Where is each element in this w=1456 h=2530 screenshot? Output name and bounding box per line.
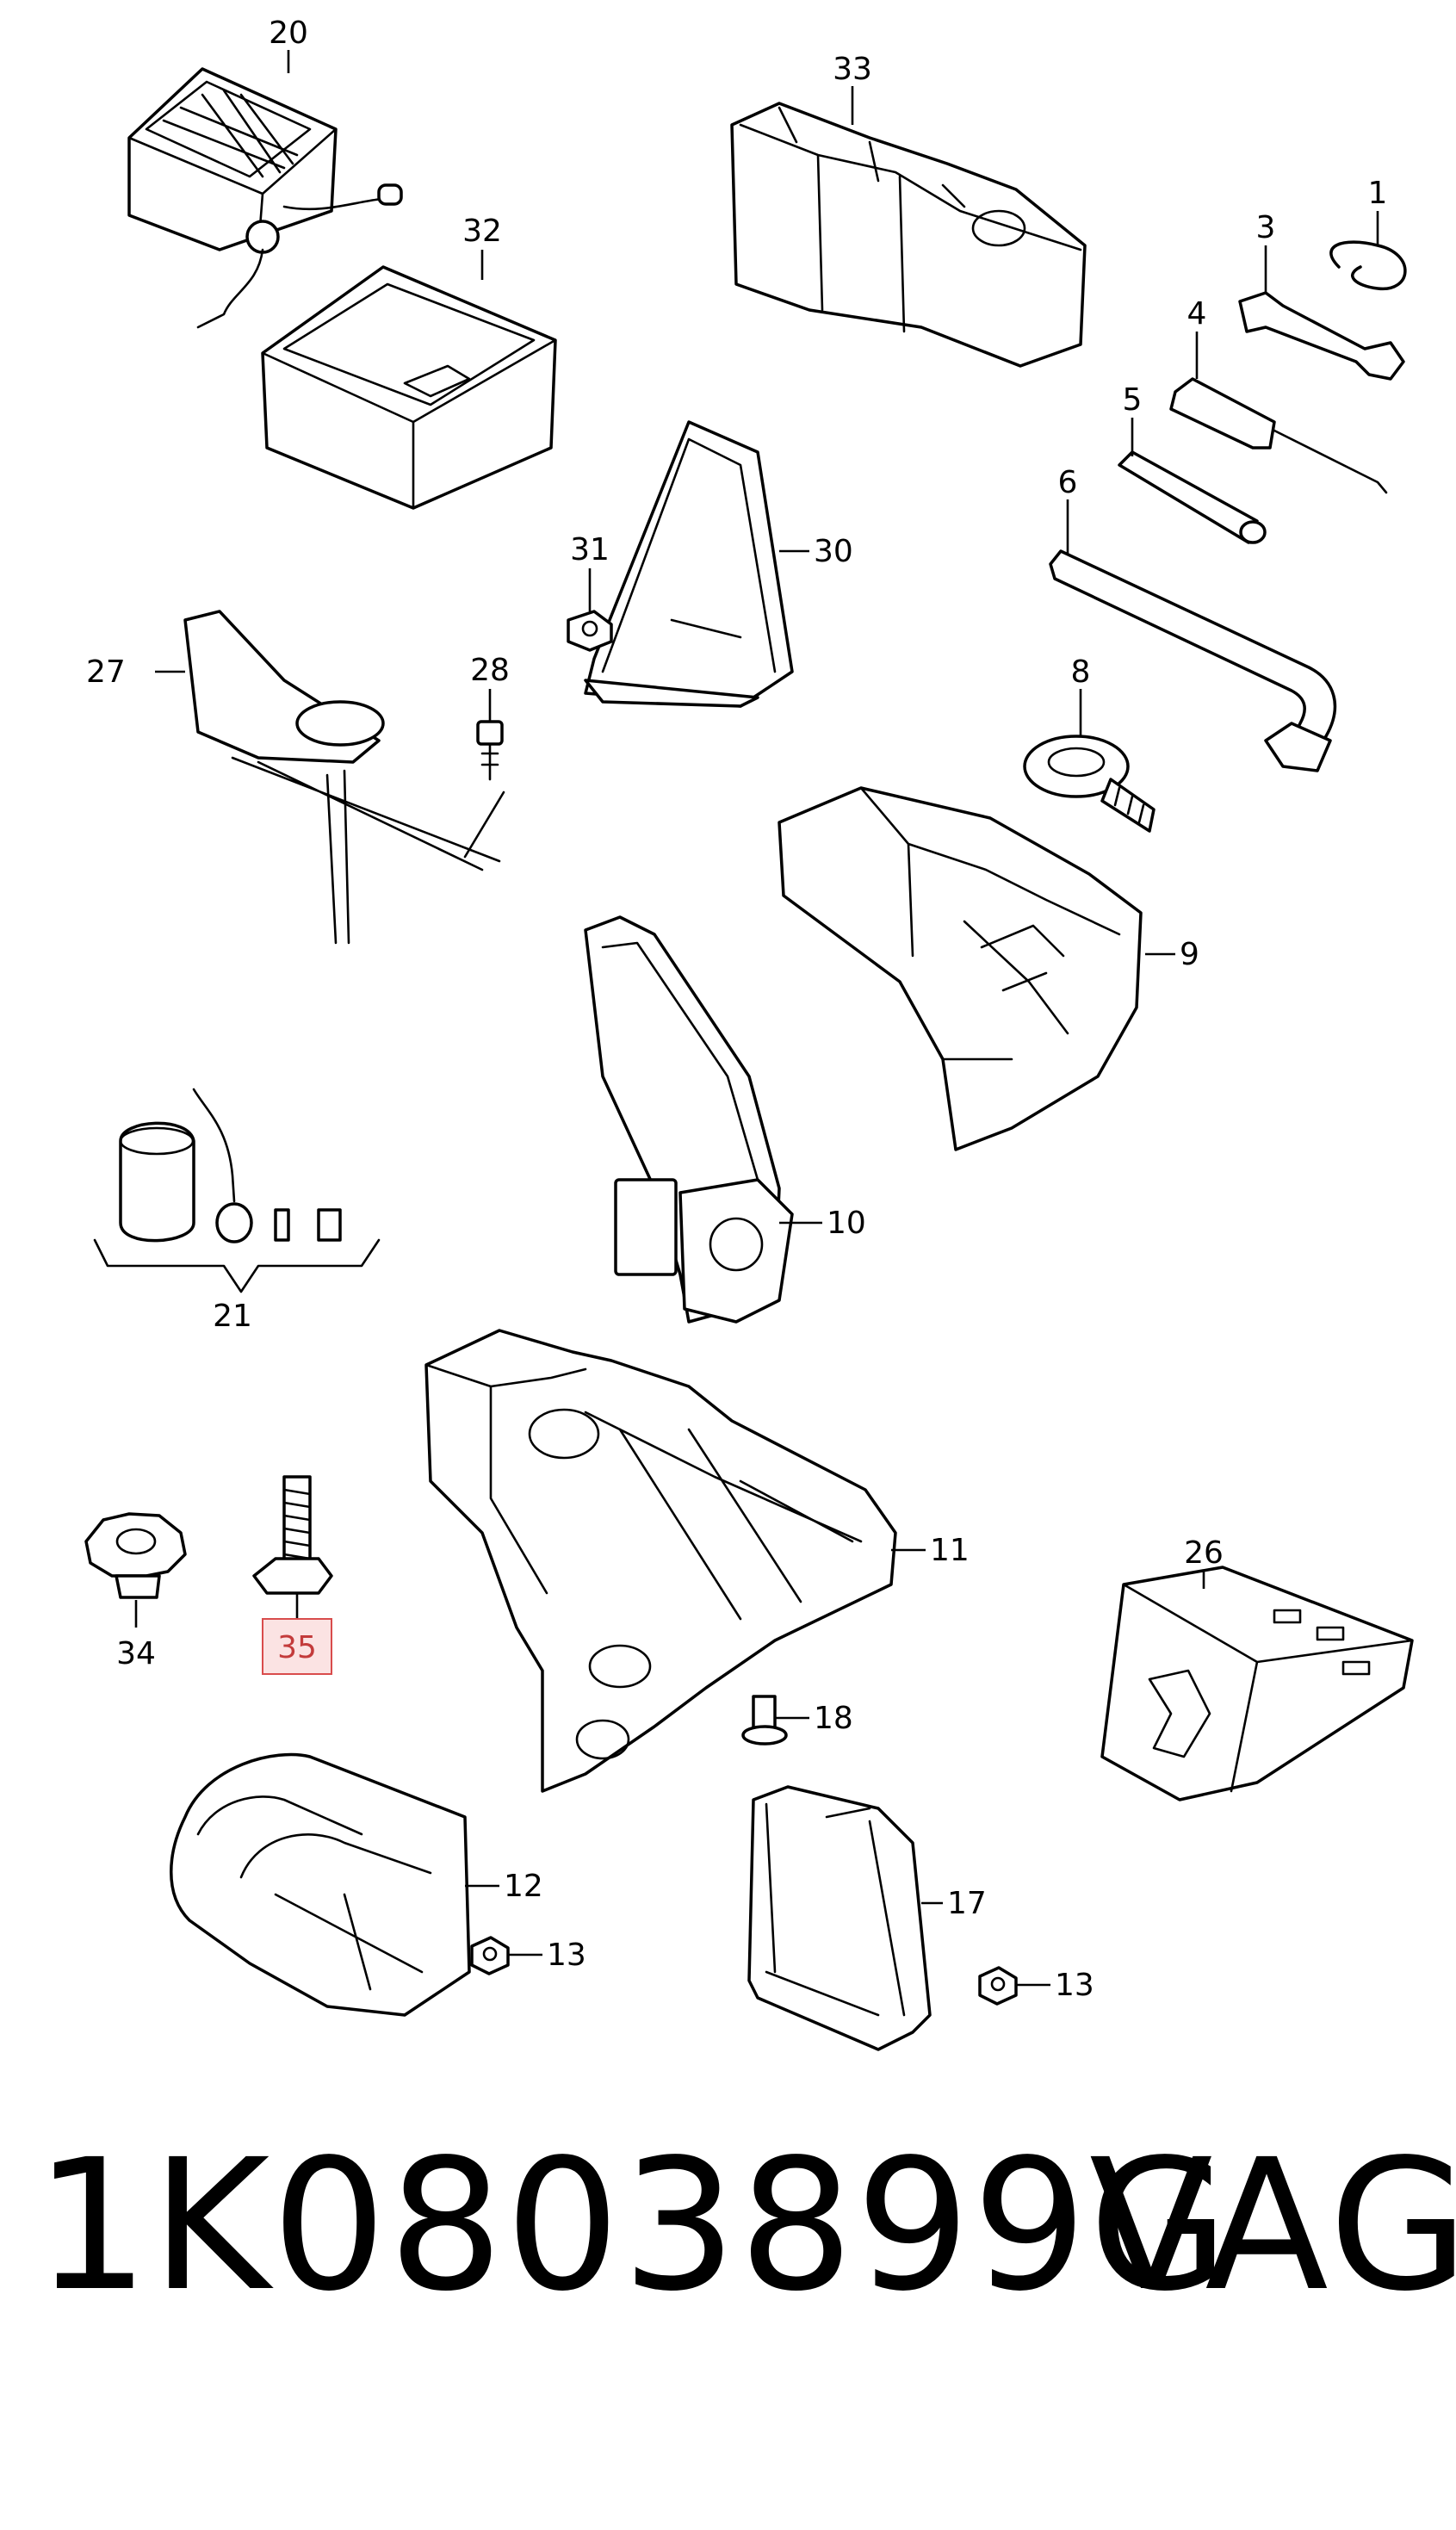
- brand-label: VAG: [1089, 2120, 1456, 2331]
- part-10-jack: [584, 915, 794, 1324]
- part-1-clip: [1329, 240, 1407, 291]
- part-12-strap: [170, 1752, 471, 2017]
- callout-20: 20: [269, 16, 308, 51]
- leader-lines: [134, 50, 1379, 1987]
- part-13-nut-right: [978, 1966, 1018, 2006]
- part-30-frame: [584, 420, 794, 708]
- part-8-towing-eye: [1023, 735, 1156, 833]
- callout-5: 5: [1123, 382, 1143, 418]
- part-number: 1K0803899G: [34, 2120, 1231, 2331]
- callout-13-left: 13: [547, 1938, 586, 1973]
- part-3-wrench: [1238, 291, 1405, 381]
- part-26-plate: [1100, 1566, 1414, 1801]
- callout-1: 1: [1368, 176, 1388, 211]
- part-17-bracket: [747, 1785, 932, 2051]
- callout-35[interactable]: 35: [277, 1630, 317, 1665]
- part-21-sealant-kit: [93, 1088, 381, 1293]
- callout-12: 12: [504, 1869, 543, 1904]
- part-13-nut-left: [470, 1936, 510, 1975]
- callout-labels: 20 32 33 1 3 4 5 6 31 30 27 28 8 9 10 21…: [86, 16, 1387, 2003]
- callout-32: 32: [462, 214, 502, 249]
- callout-30: 30: [814, 534, 853, 569]
- part-11-foam-tray: [424, 1329, 897, 1793]
- callout-9: 9: [1180, 937, 1199, 972]
- part-31-nut: [567, 610, 613, 652]
- callout-26: 26: [1184, 1535, 1224, 1571]
- callout-27: 27: [86, 654, 126, 690]
- part-34-knob: [84, 1512, 187, 1599]
- callout-10: 10: [827, 1206, 866, 1241]
- callout-28: 28: [470, 653, 510, 688]
- part-4-screwdriver: [1169, 377, 1388, 494]
- callout-35-highlight: [262, 1618, 332, 1675]
- part-32-tray: [261, 265, 557, 510]
- part-20-compressor: [127, 67, 403, 329]
- callout-21: 21: [213, 1299, 252, 1334]
- part-18-fastener: [741, 1695, 788, 1746]
- callout-11: 11: [930, 1533, 970, 1568]
- part-9-foam-holder: [778, 786, 1143, 1151]
- part-27-bracket: [183, 610, 505, 945]
- callout-8: 8: [1071, 654, 1091, 690]
- callout-31: 31: [570, 532, 610, 567]
- part-35-bolt: [252, 1475, 333, 1595]
- part-5-tube: [1118, 450, 1267, 544]
- callout-3: 3: [1256, 210, 1276, 245]
- callout-33: 33: [833, 52, 872, 87]
- part-28-bolt: [476, 720, 504, 781]
- callout-34: 34: [116, 1636, 156, 1671]
- part-33-foam-insert: [730, 102, 1087, 368]
- callout-4: 4: [1187, 296, 1207, 332]
- callout-18: 18: [814, 1701, 853, 1736]
- callout-17: 17: [947, 1886, 987, 1921]
- callout-13-right: 13: [1055, 1968, 1094, 2003]
- callout-6: 6: [1058, 465, 1078, 500]
- part-6-wheel-brace: [1049, 549, 1337, 772]
